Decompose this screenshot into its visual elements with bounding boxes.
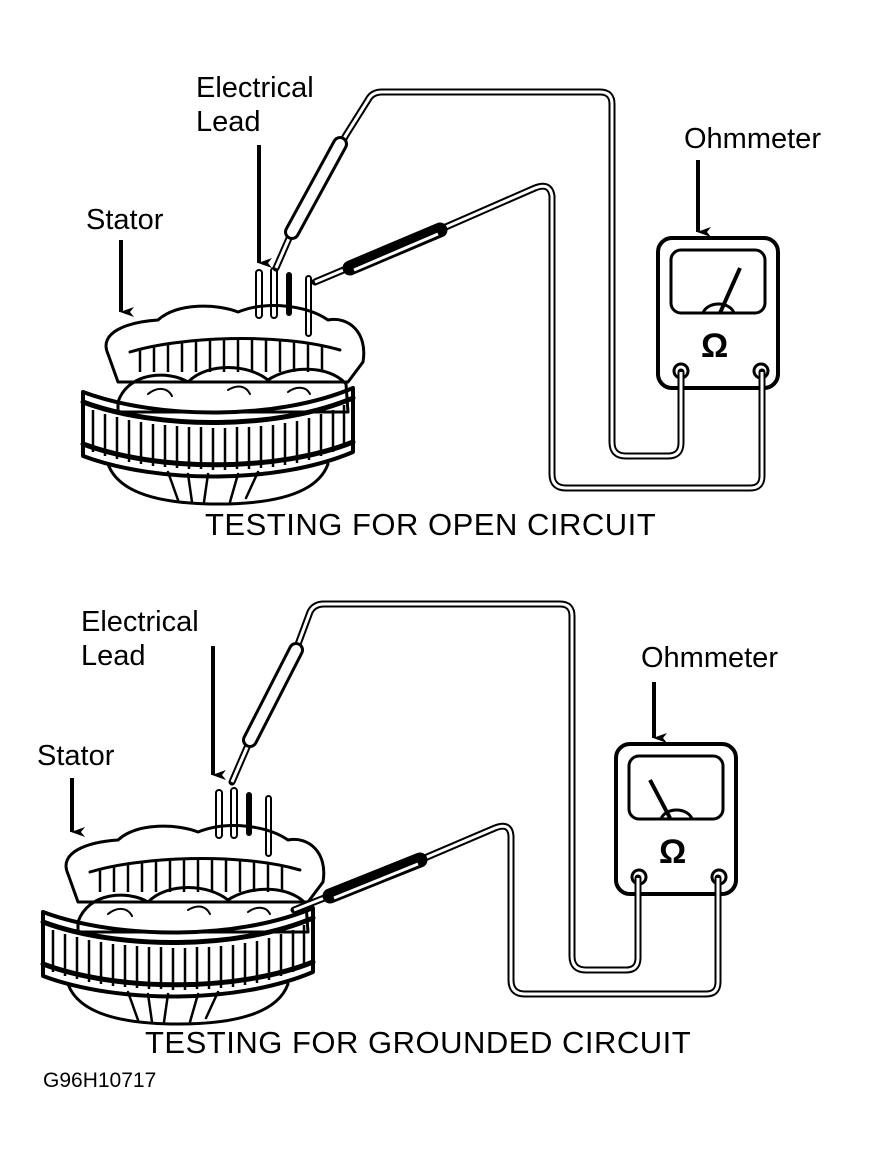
probe-handle-2	[342, 222, 448, 276]
caption-open-circuit: TESTING FOR OPEN CIRCUIT	[205, 507, 657, 542]
meter-needle	[648, 779, 672, 819]
label-ohmmeter: Ohmmeter	[641, 642, 778, 674]
ohm-symbol: Ω	[659, 833, 687, 871]
stator-drawing	[83, 268, 364, 504]
label-stator: Stator	[37, 740, 115, 772]
stator-drawing	[43, 788, 324, 1024]
label-electrical-lead-line2: Lead	[81, 640, 146, 672]
meter-needle	[718, 267, 742, 314]
panel-grounded-circuit	[43, 600, 738, 1024]
label-electrical-lead-line2: Lead	[196, 106, 261, 138]
label-stator: Stator	[86, 204, 164, 236]
panel-open-circuit	[83, 88, 780, 504]
label-electrical-lead-line1: Electrical	[196, 72, 314, 104]
ohm-symbol: Ω	[701, 327, 729, 365]
ohmmeter-body	[656, 236, 780, 390]
probe-handle-2	[322, 852, 428, 904]
figure-code: G96H10717	[43, 1069, 157, 1092]
ohmmeter-body	[614, 742, 738, 896]
caption-grounded-circuit: TESTING FOR GROUNDED CIRCUIT	[145, 1025, 692, 1060]
label-electrical-lead-line1: Electrical	[81, 606, 199, 638]
probe-handle-1	[245, 645, 301, 745]
label-ohmmeter: Ohmmeter	[684, 123, 821, 155]
probe-handle-1	[287, 139, 345, 237]
